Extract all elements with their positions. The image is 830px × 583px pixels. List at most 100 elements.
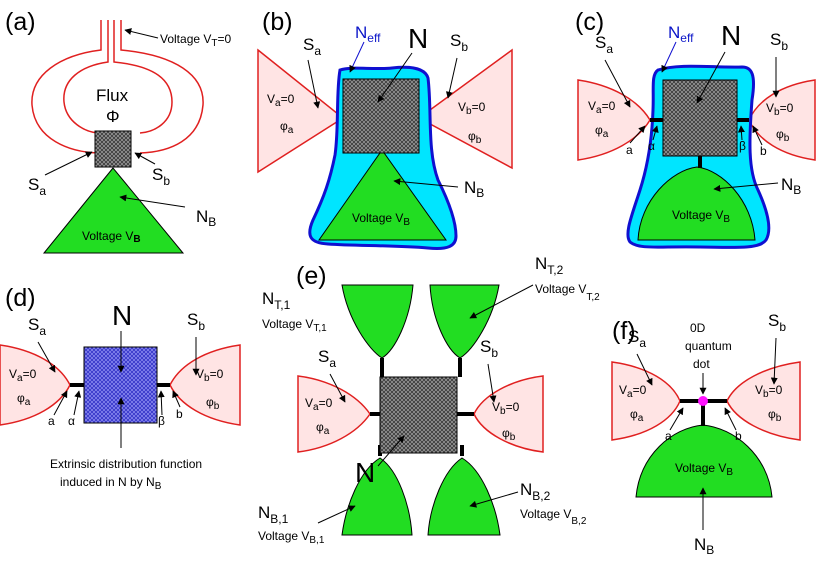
svg-text:α: α [648, 139, 655, 153]
svg-text:Va=0: Va=0 [267, 92, 295, 109]
svg-text:φa: φa [17, 391, 31, 408]
panel-f-label: (f) [612, 317, 636, 345]
svg-text:β: β [158, 414, 165, 428]
svg-text:NB: NB [196, 207, 216, 229]
svg-text:Flux: Flux [96, 86, 129, 105]
svg-text:Neff: Neff [355, 23, 381, 45]
panel-c-label: (c) [575, 8, 604, 36]
svg-text:NB,2: NB,2 [520, 480, 551, 503]
reservoir-nb [318, 149, 447, 241]
svg-text:Vb=0: Vb=0 [755, 383, 783, 400]
flux-loop [31, 20, 204, 154]
svg-text:N: N [112, 300, 132, 331]
svg-text:a: a [665, 429, 672, 443]
superconductor-sa [611, 361, 681, 441]
svg-text:Extrinsic distribution functio: Extrinsic distribution function [50, 457, 202, 471]
superconductor-sb [748, 79, 816, 161]
svg-text:Voltage VT=0: Voltage VT=0 [160, 32, 231, 49]
svg-text:Va=0: Va=0 [588, 99, 616, 116]
panel-b-label: (b) [262, 8, 293, 36]
svg-text:Voltage VB: Voltage VB [672, 208, 730, 225]
svg-text:φa: φa [595, 123, 609, 140]
svg-text:β: β [739, 139, 746, 153]
svg-text:Voltage VB,1: Voltage VB,1 [258, 529, 325, 546]
panel-a: (a) Voltage VT=0 Flux Φ Sa Sb NB Voltage… [5, 8, 231, 254]
reservoir-nb2 [427, 457, 501, 536]
svg-text:b: b [760, 144, 767, 158]
svg-text:Vb=0: Vb=0 [492, 400, 520, 417]
svg-text:Sb: Sb [450, 31, 468, 54]
svg-text:Voltage VT,2: Voltage VT,2 [535, 282, 600, 303]
reservoir-nt2 [429, 284, 500, 359]
panel-b: (b) Neff N Sa Sb Va=0 φa Vb=0 φb NB Volt… [257, 8, 513, 250]
svg-text:φb: φb [768, 407, 782, 424]
superconductor-sb [726, 361, 801, 441]
panel-c: (c) Neff N Sa Sb Va=0 φa Vb=0 φb a α β b… [575, 8, 816, 249]
superconductor-sa [257, 48, 345, 174]
superconductor-sa [297, 375, 371, 453]
svg-text:b: b [176, 407, 183, 421]
svg-text:φa: φa [280, 119, 294, 136]
svg-text:a: a [626, 143, 633, 157]
superconductor-sa [0, 344, 71, 426]
svg-text:Voltage VB,2: Voltage VB,2 [520, 507, 587, 527]
svg-text:Va=0: Va=0 [9, 367, 37, 384]
svg-text:Va=0: Va=0 [305, 396, 333, 413]
svg-text:a: a [48, 414, 55, 428]
normal-metal-island [662, 79, 738, 157]
reservoir-nb [637, 166, 756, 241]
svg-text:φb: φb [468, 129, 482, 146]
svg-text:NB: NB [694, 535, 714, 557]
svg-text:Sa: Sa [28, 315, 46, 338]
svg-text:Sa: Sa [303, 35, 321, 58]
normal-metal-island [342, 78, 420, 154]
svg-text:quantum: quantum [685, 339, 732, 353]
svg-text:Sa: Sa [318, 347, 336, 370]
panel-d-label: (d) [5, 284, 36, 312]
panel-d: (d) N Sa Sb Va=0 φa Vb=0 φb a α β b Extr… [0, 284, 241, 492]
reservoir-nt1 [341, 284, 414, 359]
svg-text:Sb: Sb [480, 337, 498, 360]
svg-text:Voltage VT,1: Voltage VT,1 [262, 317, 327, 334]
svg-text:N: N [408, 23, 428, 54]
svg-text:Neff: Neff [668, 23, 694, 45]
svg-text:φb: φb [776, 127, 790, 144]
quantum-dot [698, 396, 708, 406]
normal-metal-island [379, 376, 458, 454]
superconductor-sa [577, 79, 651, 161]
svg-text:Voltage VB: Voltage VB [675, 461, 733, 478]
svg-text:Φ: Φ [106, 107, 120, 126]
svg-text:Sa: Sa [595, 33, 613, 56]
superconductor-sb [169, 344, 241, 426]
svg-text:Sb: Sb [187, 310, 205, 333]
svg-text:Vb=0: Vb=0 [458, 100, 486, 117]
svg-text:α: α [68, 414, 75, 428]
svg-text:N: N [721, 20, 741, 51]
svg-text:Vb=0: Vb=0 [196, 367, 224, 384]
panel-e: (e) N NT,1 Voltage VT,1 NT,2 Voltage VT,… [258, 254, 600, 546]
svg-text:φa: φa [316, 420, 330, 437]
svg-text:Vb=0: Vb=0 [766, 101, 794, 118]
svg-text:NT,1: NT,1 [262, 289, 291, 312]
svg-text:induced in N by NB: induced in N by NB [60, 475, 162, 492]
normal-metal-island [94, 130, 132, 168]
svg-text:NB: NB [464, 178, 484, 200]
panel-a-label: (a) [5, 8, 36, 36]
svg-text:Sb: Sb [152, 165, 170, 188]
svg-text:φb: φb [502, 426, 516, 443]
reservoir-nb [42, 167, 185, 254]
superconductor-sb [417, 48, 513, 170]
svg-text:φa: φa [630, 407, 644, 424]
svg-text:NB,1: NB,1 [258, 503, 289, 526]
svg-text:dot: dot [693, 357, 710, 371]
reservoir-nb1 [341, 457, 413, 536]
svg-text:Sb: Sb [770, 30, 788, 53]
svg-text:N: N [355, 457, 375, 488]
svg-text:Va=0: Va=0 [619, 383, 647, 400]
svg-text:b: b [735, 429, 742, 443]
svg-text:φb: φb [206, 395, 220, 412]
superconductor-sb [473, 375, 544, 453]
svg-text:Sa: Sa [628, 327, 646, 350]
svg-text:Sb: Sb [768, 311, 786, 334]
